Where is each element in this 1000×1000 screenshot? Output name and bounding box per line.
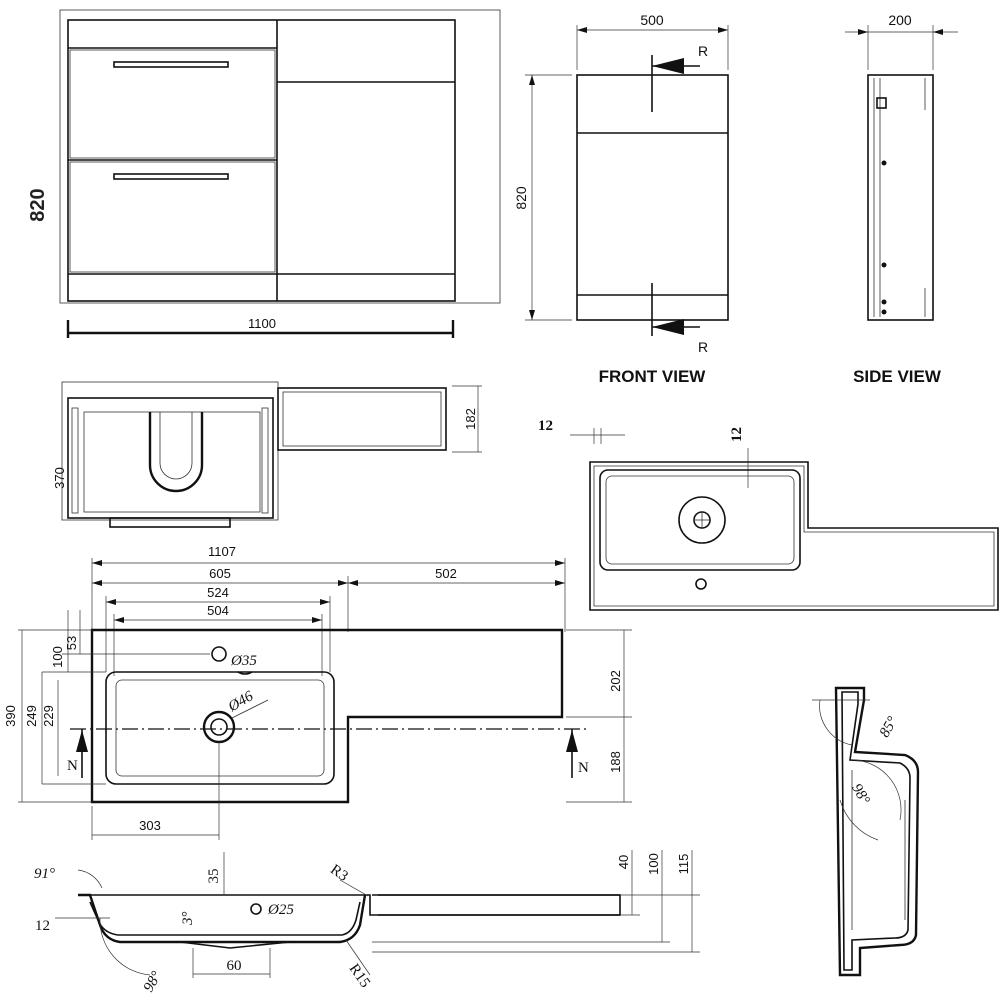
rim-thk-label: 12 (35, 918, 50, 934)
rim-x-label: 12 (538, 418, 553, 434)
front-height-label: 820 (513, 186, 529, 210)
waste-hole-label: Ø46 (225, 688, 257, 716)
inner-bowl-label: 504 (207, 603, 229, 618)
side-section: 85° 98° (812, 686, 920, 977)
fall-angle-label: 3° (180, 912, 196, 927)
radius-top-label: R3 (327, 862, 351, 885)
inner-depth-label: 229 (41, 705, 56, 727)
bowl-height-label: 100 (646, 853, 661, 875)
plan-depth-label: 370 (52, 467, 67, 489)
tap-offset-label: 35 (206, 869, 222, 884)
shelf-thk-label: 40 (616, 855, 631, 869)
basin-section: 91° 12 98° 3° 35 Ø25 60 R3 R15 40 100 11… (34, 850, 700, 995)
side-angle-top: 85° (877, 714, 901, 740)
side-view: 200 SIDE VIEW (845, 12, 958, 386)
side-depth-label: 200 (888, 12, 912, 28)
waste-width-label: 60 (227, 958, 242, 974)
section-r-bottom: R (698, 339, 708, 355)
tap-from-edge-label: 53 (64, 636, 79, 650)
side-view-title: SIDE VIEW (853, 367, 942, 386)
overall-depth-label: 390 (3, 705, 18, 727)
overflow-label: Ø25 (267, 902, 294, 918)
tap-centre-label: 100 (50, 646, 65, 668)
rim-angle-label: 91° (34, 866, 55, 882)
wall-angle-label: 98° (141, 969, 165, 995)
waste-offset-label: 303 (139, 818, 161, 833)
basin-iso: 12 12 (538, 418, 999, 611)
bowl-section-label: 605 (209, 566, 231, 581)
radius-bottom-label: R15 (346, 961, 373, 991)
cabinet-plan: 182 370 (52, 381, 482, 528)
rim-y-label: 12 (729, 427, 745, 442)
front-width-label: 500 (640, 12, 664, 28)
cabinet-height-label: 820 (27, 188, 49, 221)
outer-bowl-label: 524 (207, 585, 229, 600)
overall-height-label: 115 (676, 854, 691, 875)
section-n-left: N (67, 758, 78, 774)
overall-length-label: 1107 (208, 544, 236, 559)
front-view-title: FRONT VIEW (599, 367, 707, 386)
unit-depth-label: 182 (463, 408, 478, 430)
shelf-length-label: 502 (435, 566, 457, 581)
cabinet-width-label: 1100 (248, 316, 276, 331)
section-n-right: N (578, 760, 589, 776)
basin-plan: 1107 605 502 524 504 Ø35 Ø46 (3, 544, 632, 840)
cabinet-elevation: 820 1100 (27, 9, 501, 338)
shelf-depth-label: 202 (608, 670, 623, 692)
tap-hole-label: Ø35 (230, 653, 257, 669)
bowl-depth-label: 249 (24, 705, 39, 727)
front-view: 500 820 R R FRONT VIEW (513, 12, 729, 386)
right-depth-label: 188 (608, 751, 623, 773)
section-r-top: R (698, 43, 708, 59)
